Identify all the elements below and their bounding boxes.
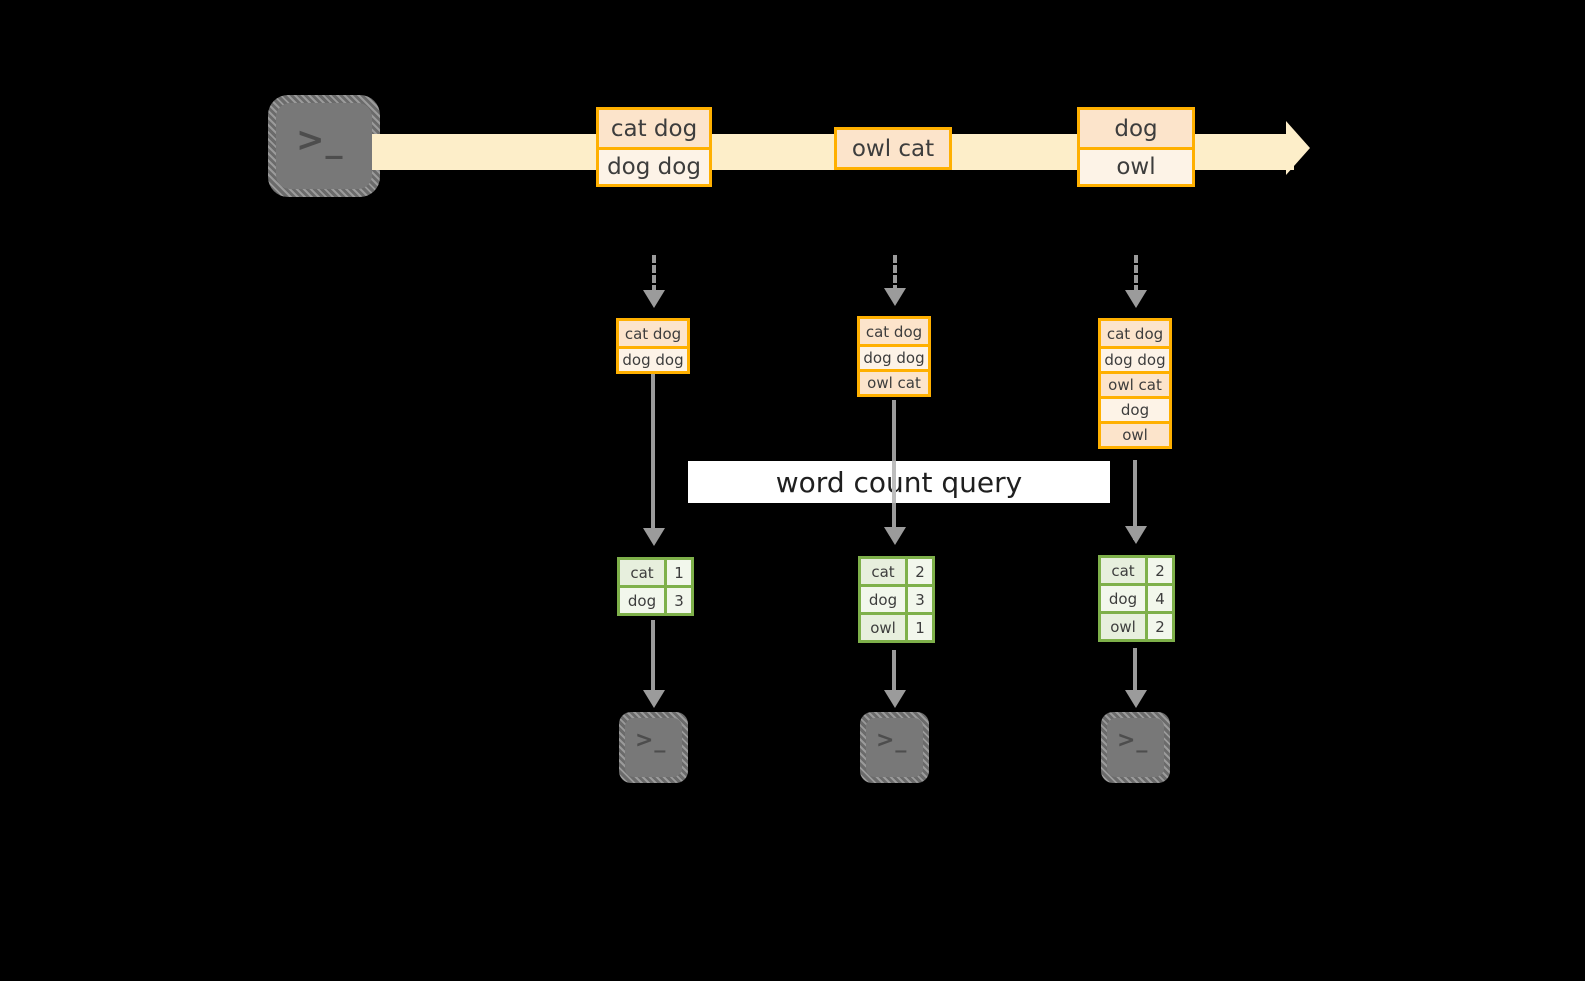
result-table-3: cat 2 dog 4 owl 2 xyxy=(1098,555,1175,642)
query-banner: word count query xyxy=(688,461,1110,503)
state-line: dog dog xyxy=(619,346,687,371)
dashed-connector-3 xyxy=(1134,255,1138,293)
terminal-screen xyxy=(1107,718,1164,777)
result-count: 2 xyxy=(1145,558,1172,583)
result-count: 2 xyxy=(1145,614,1172,639)
state-line: owl xyxy=(1101,421,1169,446)
arrow-head-down-9 xyxy=(1125,690,1147,708)
table-row: dog 4 xyxy=(1101,583,1172,611)
result-word: cat xyxy=(861,559,905,584)
terminal-prompt-glyph: >_ xyxy=(635,728,667,753)
state-line: owl cat xyxy=(1101,371,1169,396)
message-line: owl cat xyxy=(837,130,949,167)
arrow-head-down-4 xyxy=(884,288,906,306)
message-line: cat dog xyxy=(599,110,709,147)
stream-arrowhead-icon xyxy=(1286,121,1310,175)
query-banner-label: word count query xyxy=(775,465,1023,499)
sink-terminal-2: >_ xyxy=(860,712,929,783)
sink-terminal-1: >_ xyxy=(619,712,688,783)
state-line: owl cat xyxy=(860,369,928,394)
result-count: 1 xyxy=(664,560,691,585)
query-connector-2-overlay xyxy=(892,461,896,503)
result-word: owl xyxy=(1101,614,1145,639)
arrow-head-down-5 xyxy=(884,527,906,545)
result-count: 3 xyxy=(905,587,932,612)
result-word: owl xyxy=(861,615,905,640)
result-count: 1 xyxy=(905,615,932,640)
result-count: 2 xyxy=(905,559,932,584)
table-row: cat 2 xyxy=(1101,558,1172,583)
column-state-3: cat dog dog dog owl cat dog owl xyxy=(1098,318,1172,449)
table-row: owl 2 xyxy=(1101,611,1172,639)
sink-connector-2 xyxy=(892,650,896,698)
result-word: dog xyxy=(1101,586,1145,611)
state-line: dog dog xyxy=(860,344,928,369)
message-line: dog xyxy=(1080,110,1192,147)
terminal-prompt-glyph: >_ xyxy=(876,728,908,753)
state-line: cat dog xyxy=(1101,321,1169,346)
arrow-head-down-1 xyxy=(643,290,665,308)
column-state-2: cat dog dog dog owl cat xyxy=(857,316,931,397)
dashed-connector-2 xyxy=(893,255,897,293)
result-count: 4 xyxy=(1145,586,1172,611)
stream-message-2: owl cat xyxy=(834,127,952,170)
stream-message-1: cat dog dog dog xyxy=(596,107,712,187)
terminal-prompt-glyph: >_ xyxy=(296,120,344,160)
arrow-head-down-2 xyxy=(643,528,665,546)
terminal-prompt-glyph: >_ xyxy=(1117,728,1149,753)
query-connector-3 xyxy=(1133,460,1137,540)
state-line: dog xyxy=(1101,396,1169,421)
query-connector-1 xyxy=(651,374,655,540)
sink-connector-1 xyxy=(651,620,655,698)
arrow-head-down-3 xyxy=(643,690,665,708)
state-line: cat dog xyxy=(860,319,928,344)
dashed-connector-1 xyxy=(652,255,656,293)
arrow-head-down-6 xyxy=(884,690,906,708)
result-word: dog xyxy=(861,587,905,612)
result-word: dog xyxy=(620,588,664,613)
arrow-head-down-8 xyxy=(1125,526,1147,544)
stream-message-3: dog owl xyxy=(1077,107,1195,187)
column-state-1: cat dog dog dog xyxy=(616,318,690,374)
table-row: owl 1 xyxy=(861,612,932,640)
terminal-screen xyxy=(866,718,923,777)
table-row: dog 3 xyxy=(861,584,932,612)
result-count: 3 xyxy=(664,588,691,613)
sink-connector-3 xyxy=(1133,648,1137,698)
state-line: cat dog xyxy=(619,321,687,346)
message-line: owl xyxy=(1080,147,1192,184)
terminal-screen xyxy=(276,103,372,189)
table-row: cat 1 xyxy=(620,560,691,585)
sink-terminal-3: >_ xyxy=(1101,712,1170,783)
state-line: dog dog xyxy=(1101,346,1169,371)
arrow-head-down-7 xyxy=(1125,290,1147,308)
table-row: cat 2 xyxy=(861,559,932,584)
result-word: cat xyxy=(620,560,664,585)
result-table-1: cat 1 dog 3 xyxy=(617,557,694,616)
table-row: dog 3 xyxy=(620,585,691,613)
result-word: cat xyxy=(1101,558,1145,583)
message-line: dog dog xyxy=(599,147,709,184)
terminal-screen xyxy=(625,718,682,777)
source-terminal-icon: >_ xyxy=(268,95,380,197)
result-table-2: cat 2 dog 3 owl 1 xyxy=(858,556,935,643)
